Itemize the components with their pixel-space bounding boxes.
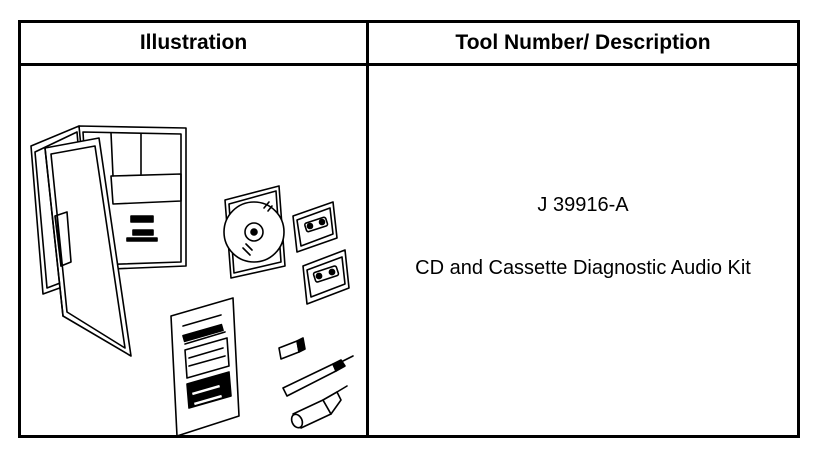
binder-case-icon [30,125,187,357]
tool-number-description-header: Tool Number/ Description [455,31,711,54]
header-divider [21,63,797,66]
tool-table: Illustration Tool Number/ Description [18,20,800,438]
tool-number: J 39916-A [537,193,629,216]
column-divider [366,66,369,435]
probe-cable-icon [282,355,354,397]
adapter-plug-icon [278,337,306,360]
compact-disc-icon [223,185,286,279]
column-divider [366,23,369,63]
illustration-cell [21,66,366,436]
illustration-header: Illustration [139,31,248,54]
kit-illustration [30,125,354,436]
cylinder-adapter-icon [290,385,348,429]
instruction-sheet-icon [170,297,240,436]
cassette-tape-icon [302,249,350,305]
tool-description: CD and Cassette Diagnostic Audio Kit [415,256,751,279]
cassette-tape-icon [292,201,338,253]
description-cell: J 39916-A CD and Cassette Diagnostic Aud… [369,66,797,435]
